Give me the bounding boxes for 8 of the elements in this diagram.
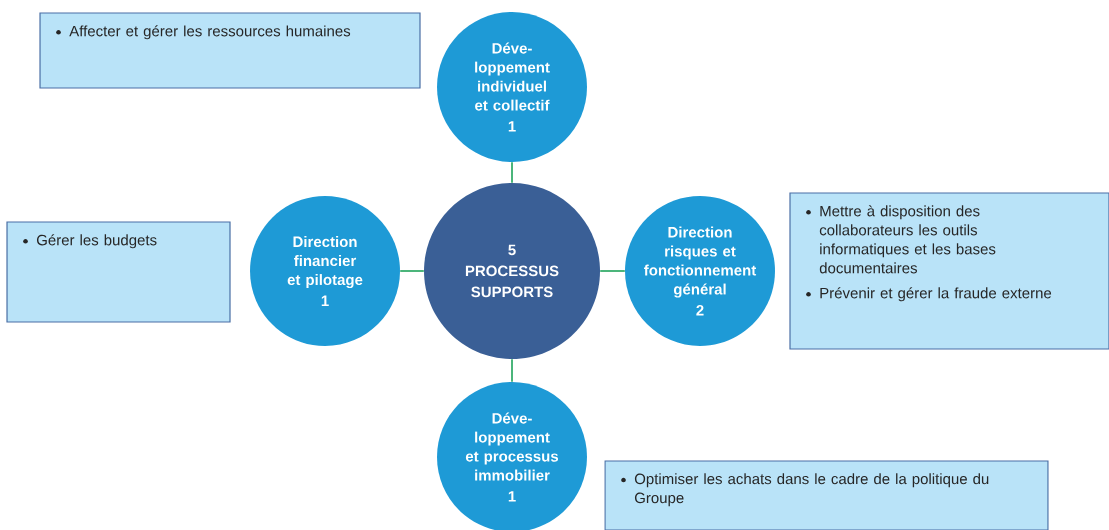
note-box: Affecter et gérer les ressources humaines — [39, 12, 421, 89]
note-box: Gérer les budgets — [6, 221, 231, 323]
connector-line — [599, 270, 626, 272]
note-box: Optimiser les achats dans le cadre de la politique du Groupe — [604, 460, 1049, 530]
connector-line — [511, 161, 513, 184]
connector-line — [511, 358, 513, 383]
connector-line — [399, 270, 425, 272]
note-box: Mettre à disposition des collaborateurs les outils informatiques et les bases documentaires Prévenir et gérer la fraude externe — [789, 192, 1109, 350]
